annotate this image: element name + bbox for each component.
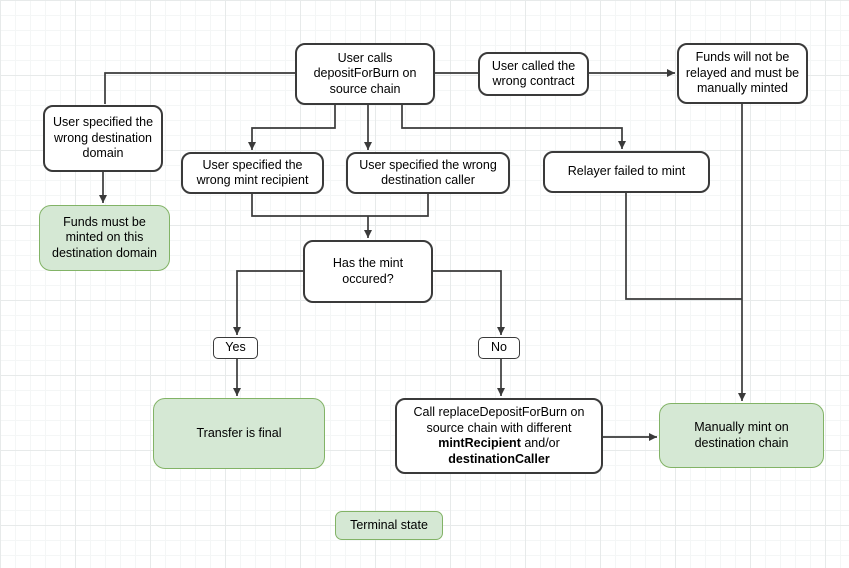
node-has-mint-occured: Has the mint occured? [303, 240, 433, 303]
edge-join-bar [251, 194, 429, 217]
node-yes-label: Yes [225, 340, 246, 355]
node-wrong-domain-label: User specified the wrong destination dom… [52, 115, 154, 161]
node-yes: Yes [213, 337, 258, 359]
edge-usercalls-to-wrongdomain [104, 72, 295, 104]
legend-terminal-state: Terminal state [335, 511, 443, 540]
edge-mintoccured-to-yes [233, 270, 303, 335]
terminal-transfer-is-final: Transfer is final [153, 398, 325, 469]
legend-terminal-state-label: Terminal state [350, 517, 428, 532]
node-wrong-caller-label: User specified the wrong destination cal… [359, 157, 497, 188]
node-user-calls-depositforburn: User calls depositForBurn on source chai… [295, 43, 435, 105]
terminal-funds-minted-on-destination-domain: Funds must be minted on this destination… [39, 205, 170, 271]
node-call-replace-deposit-for-burn: Call replaceDepositForBurn on source cha… [395, 398, 603, 474]
terminal-manually-mint-destination-chain: Manually mint on destination chain [659, 403, 824, 468]
node-relayer-failed-to-mint: Relayer failed to mint [543, 151, 710, 193]
node-no-label: No [491, 340, 507, 355]
terminal-manually-mint-label: Manually mint on destination chain [694, 420, 789, 450]
edge-usercalls-to-relayerfailed [401, 105, 626, 149]
node-wrong-destination-caller: User specified the wrong destination cal… [346, 152, 510, 194]
edge-usercalls-to-wrongrecipient [248, 105, 336, 150]
node-user-called-wrong-contract: User called the wrong contract [478, 52, 589, 96]
node-wrong-contract-label: User called the wrong contract [491, 58, 576, 89]
edge-relayerfailed-to-junction [625, 193, 742, 300]
node-wrong-recipient-label: User specified the wrong mint recipient [196, 157, 309, 188]
node-funds-not-relayed: Funds will not be relayed and must be ma… [677, 43, 808, 104]
node-mint-occured-label: Has the mint occured? [332, 256, 404, 286]
node-relayer-failed-label: Relayer failed to mint [567, 164, 686, 179]
edge-mintoccured-to-no [433, 270, 505, 335]
node-wrong-destination-domain: User specified the wrong destination dom… [43, 105, 163, 172]
node-replace-label: Call replaceDepositForBurn on source cha… [413, 405, 585, 466]
node-wrong-mint-recipient: User specified the wrong mint recipient [181, 152, 324, 194]
terminal-mint-on-domain-label: Funds must be minted on this destination… [52, 214, 157, 260]
node-not-relayed-label: Funds will not be relayed and must be ma… [685, 50, 800, 96]
terminal-transfer-final-label: Transfer is final [196, 425, 282, 440]
node-no: No [478, 337, 520, 359]
node-user-calls-label: User calls depositForBurn on source chai… [313, 50, 417, 96]
